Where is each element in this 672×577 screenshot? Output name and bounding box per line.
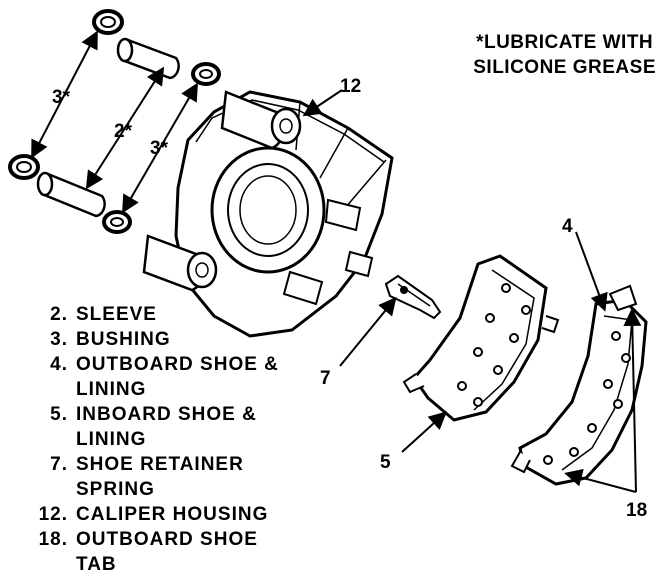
callout-sleeve: 2*: [114, 121, 133, 142]
leader-18-b: [564, 468, 637, 493]
callout-caliper-housing: 12: [340, 76, 361, 97]
bushing-top-right: [191, 62, 221, 86]
lubrication-note: *LUBRICATE WITH SILICONE GREASE: [473, 30, 656, 80]
legend-number: 18.: [38, 529, 68, 550]
legend-item: 5. INBOARD SHOE & LINING: [22, 402, 296, 452]
legend-text: INBOARD SHOE & LINING: [76, 404, 257, 450]
arrow-bushing-outer: [31, 30, 98, 159]
callout-bushing-inner: 3*: [150, 138, 169, 159]
callout-outboard-shoe: 4: [562, 216, 573, 237]
legend-item: 18. OUTBOARD SHOE TAB: [22, 527, 296, 577]
outboard-shoe: [510, 284, 648, 486]
arrow-bushing-inner: [121, 82, 199, 214]
legend-number: 4.: [50, 354, 68, 375]
legend-number: 2.: [50, 304, 68, 325]
exploded-caliper-diagram: 3* 2* 3* 12 4 7 5 18: [8, 9, 648, 521]
legend-item: 2. SLEEVE: [22, 302, 296, 327]
legend-text: BUSHING: [76, 329, 171, 350]
bushing-bottom-right: [102, 210, 132, 234]
shoe-retainer-spring: [384, 274, 442, 320]
legend-item: 12. CALIPER HOUSING: [22, 502, 296, 527]
leader-12: [302, 89, 343, 117]
legend-number: 5.: [50, 404, 68, 425]
callout-bushing-outer: 3*: [52, 87, 71, 108]
inboard-shoe: [402, 254, 560, 422]
parts-legend: 2. SLEEVE 3. BUSHING 4. OUTBOARD SHOE & LIN…: [22, 302, 296, 577]
callout-inboard-shoe: 5: [380, 452, 391, 473]
legend-item: 4. OUTBOARD SHOE & LINING: [22, 352, 296, 402]
legend-text: OUTBOARD SHOE TAB: [76, 529, 258, 575]
sleeve-top: [116, 37, 180, 80]
legend-number: 7.: [50, 454, 68, 475]
sleeve-bottom: [36, 171, 106, 218]
note-line-1: *LUBRICATE WITH: [476, 32, 654, 53]
bushing-bottom-left: [8, 154, 40, 180]
leader-5: [401, 411, 447, 453]
legend-text: CALIPER HOUSING: [76, 504, 269, 525]
legend-text: SLEEVE: [76, 304, 157, 325]
leader-4: [575, 231, 608, 312]
callout-retainer-spring: 7: [320, 368, 331, 389]
leader-7: [339, 296, 397, 367]
legend-item: 3. BUSHING: [22, 327, 296, 352]
bushing-top-left: [92, 9, 124, 35]
legend-text: SHOE RETAINER SPRING: [76, 454, 244, 500]
legend-number: 3.: [50, 329, 68, 350]
legend-number: 12.: [38, 504, 68, 525]
note-line-2: SILICONE GREASE: [473, 57, 656, 78]
callout-shoe-tab: 18: [626, 500, 647, 521]
caliper-housing: [142, 90, 394, 338]
legend-text: OUTBOARD SHOE & LINING: [76, 354, 279, 400]
legend-item: 7. SHOE RETAINER SPRING: [22, 452, 296, 502]
leader-18-a: [623, 308, 642, 493]
